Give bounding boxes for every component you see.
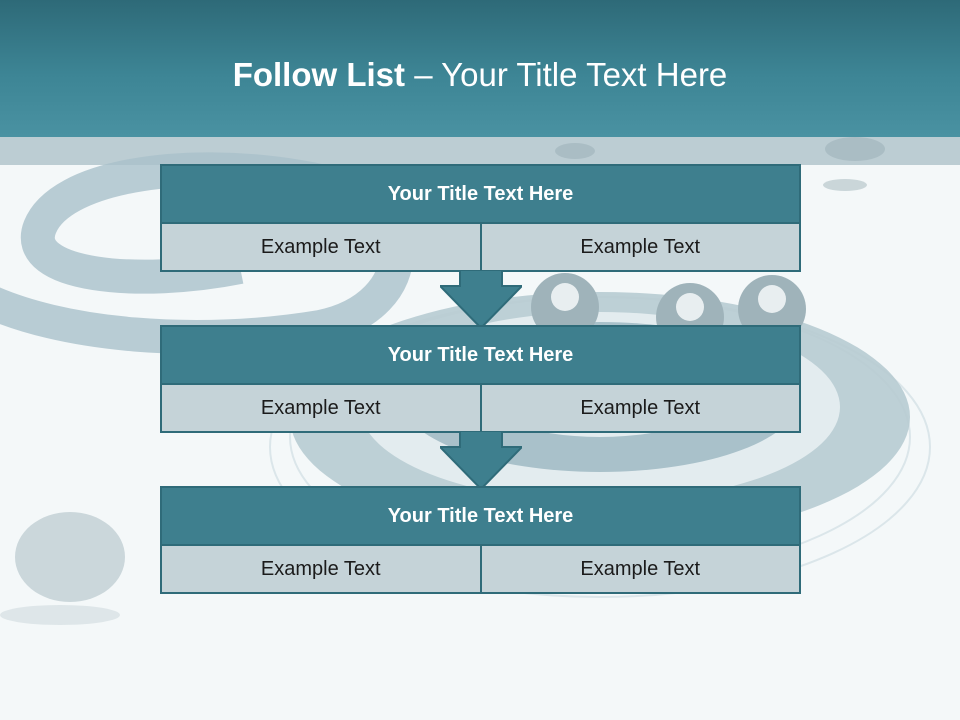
down-arrow-icon	[440, 270, 522, 328]
block-title: Your Title Text Here	[162, 488, 799, 546]
block-row: Example Text Example Text	[162, 224, 799, 270]
block-cell-right: Example Text	[479, 546, 799, 592]
slide-title: Follow List – Your Title Text Here	[0, 56, 960, 94]
block-cell-left: Example Text	[162, 546, 480, 592]
slide-title-rest: – Your Title Text Here	[405, 56, 728, 93]
list-block-1: Your Title Text Here Example Text Exampl…	[160, 164, 801, 272]
block-cell-left: Example Text	[162, 224, 480, 270]
block-cell-right: Example Text	[479, 385, 799, 431]
down-arrow-icon	[440, 431, 522, 489]
block-row: Example Text Example Text	[162, 546, 799, 592]
slide-title-bold: Follow List	[232, 56, 406, 93]
block-row: Example Text Example Text	[162, 385, 799, 431]
block-cell-right: Example Text	[479, 224, 799, 270]
block-title: Your Title Text Here	[162, 166, 799, 224]
list-block-2: Your Title Text Here Example Text Exampl…	[160, 325, 801, 433]
header-banner	[0, 0, 960, 137]
block-cell-left: Example Text	[162, 385, 480, 431]
list-block-3: Your Title Text Here Example Text Exampl…	[160, 486, 801, 594]
block-title: Your Title Text Here	[162, 327, 799, 385]
